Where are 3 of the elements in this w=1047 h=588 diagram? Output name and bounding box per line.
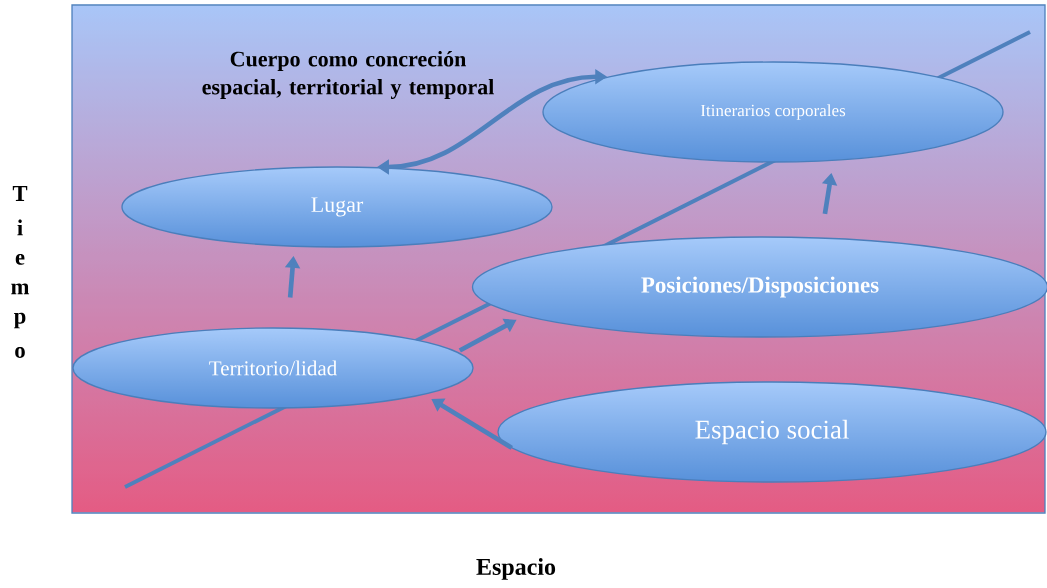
callout-text: Cuerpo como concreción espacial, territorial y temporal [202, 51, 494, 99]
axis-label: Tiempo [11, 186, 30, 358]
axis-label: Espacio [476, 558, 556, 580]
